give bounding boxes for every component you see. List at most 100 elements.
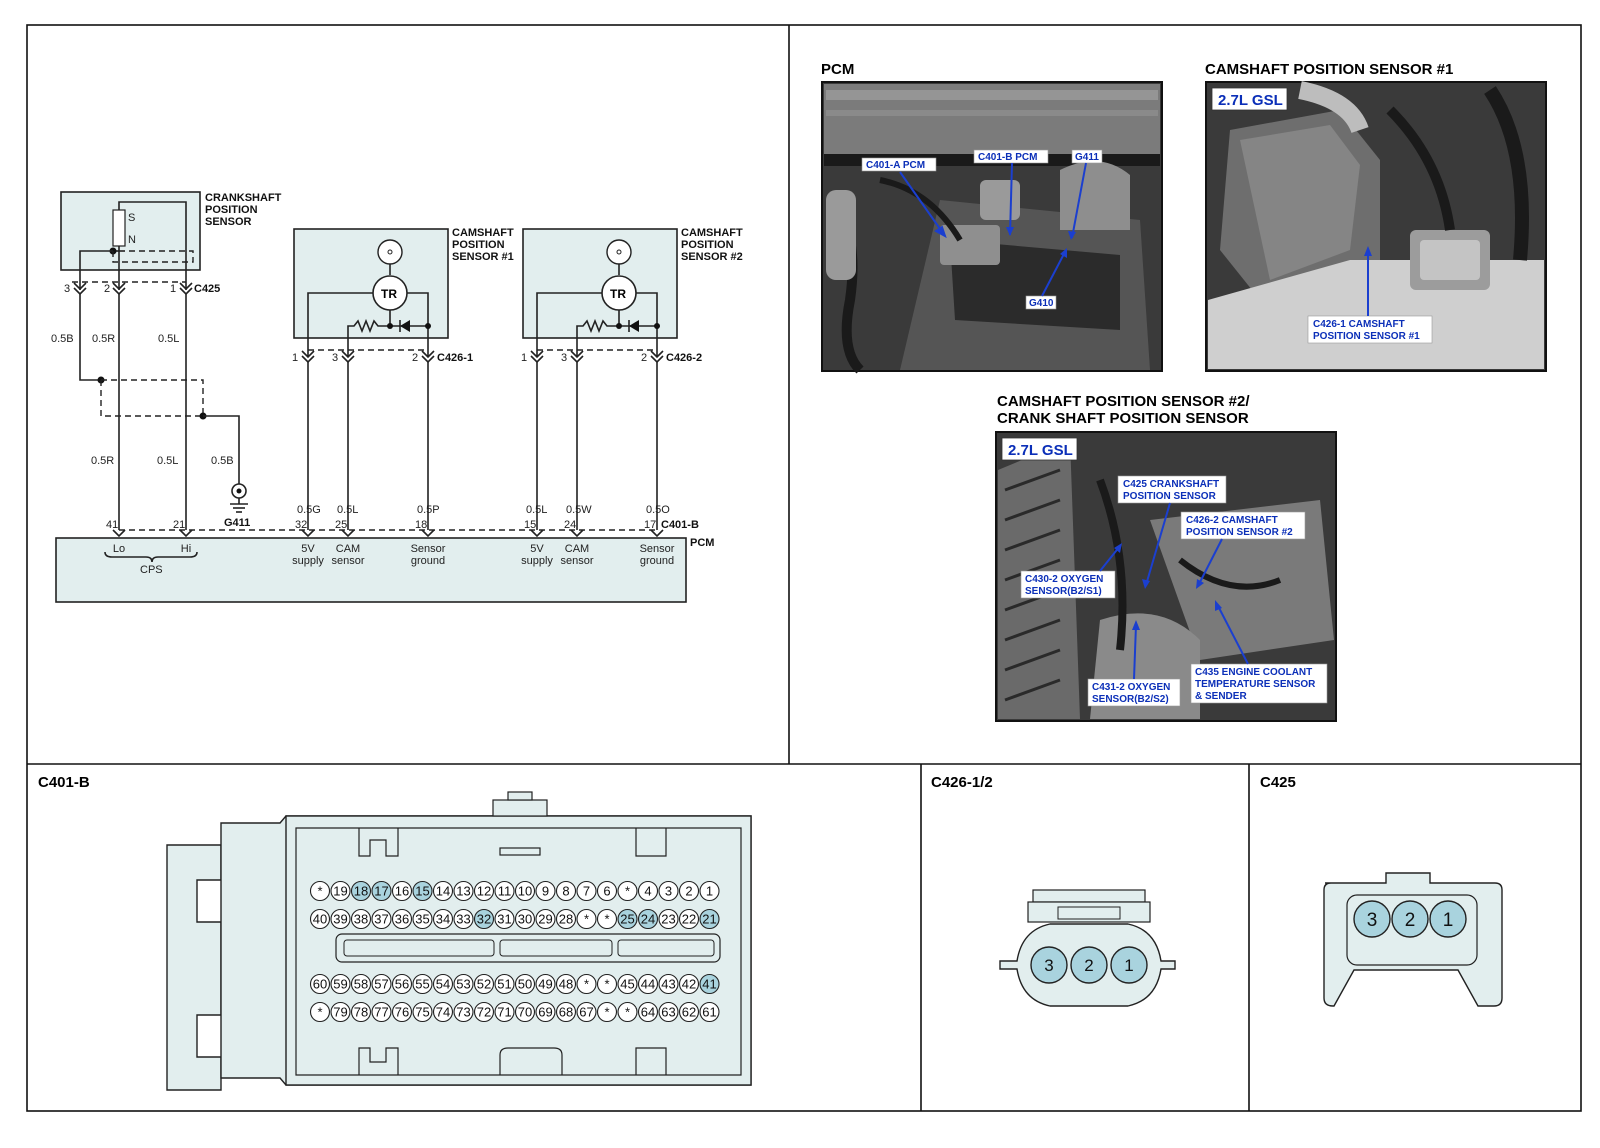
- c401b-pin: [617, 1001, 638, 1023]
- c401b-pin-number: *: [584, 977, 589, 992]
- c401b-pin-number: 73: [456, 1005, 470, 1020]
- c401b-pin-number: 29: [538, 912, 552, 927]
- c401b-pin-number: 49: [538, 977, 552, 992]
- c401b-pin: [637, 1001, 659, 1023]
- c426-1-pin-2: 2: [412, 352, 418, 364]
- c426-1-pin-3: 3: [332, 352, 338, 364]
- c401b-pin: [678, 1001, 700, 1023]
- c401b-pin: [330, 1001, 351, 1023]
- c401b-pin-number: *: [317, 884, 322, 899]
- c425-cavity-number: 2: [1405, 910, 1416, 931]
- c401b-pin-number: *: [625, 884, 630, 899]
- c401b-pin-number: 54: [436, 977, 450, 992]
- wire-0-5l-mid: 0.5L: [157, 455, 178, 467]
- c401b-pin: [617, 908, 638, 930]
- c401b-pin-number: 64: [641, 1005, 655, 1020]
- c401b-pin-number: 13: [456, 884, 470, 899]
- c401b-pin-number: 44: [641, 977, 655, 992]
- c401b-pin-number: 71: [497, 1005, 511, 1020]
- c401b-pin: [391, 1001, 413, 1023]
- c401b-pin-number: 24: [641, 912, 655, 927]
- cam2-label-2: POSITION: [681, 239, 734, 251]
- pcm-terminal-wire: 0.5L: [526, 504, 547, 516]
- cam2-tr-label: TR: [610, 287, 626, 301]
- c426-cavity-number: 2: [1084, 956, 1093, 975]
- c401b-pin-number: 1: [706, 884, 713, 899]
- c426-2-connector-id: C426-2: [666, 352, 702, 364]
- c401b-pin-number: 48: [559, 977, 573, 992]
- pcm-terminal-function-2: sensor: [331, 555, 364, 567]
- pcm-terminal-function-2: ground: [640, 555, 674, 567]
- pcm-terminal-pin: 17: [644, 519, 656, 531]
- c401b-pin: [412, 973, 433, 995]
- c401b-pin-number: 62: [682, 1005, 696, 1020]
- c401b-pin-number: 74: [436, 1005, 450, 1020]
- c401b-pin: [391, 880, 413, 902]
- c401b-pin-number: 42: [682, 977, 696, 992]
- c401b-pin-number: 16: [395, 884, 409, 899]
- c401b-pin-number: 7: [583, 884, 590, 899]
- cam1-label-1: CAMSHAFT: [452, 227, 514, 239]
- callout-c425-line-1: C425 CRANKSHAFT: [1123, 479, 1219, 490]
- cam2-photo-title-1: CAMSHAFT POSITION SENSOR #2/: [997, 393, 1250, 410]
- c401b-pin: [309, 973, 331, 995]
- c401b-pin: [350, 908, 372, 930]
- c401b-pin: [453, 880, 474, 902]
- c426-cavity-number: 3: [1044, 956, 1053, 975]
- pcm-terminal-function-2: ground: [411, 555, 445, 567]
- c401b-pin: [473, 973, 495, 995]
- pcm-terminal-pin: 25: [335, 519, 347, 531]
- wire-0-5r-top: 0.5R: [92, 333, 115, 345]
- pcm-terminal-pin: 15: [524, 519, 536, 531]
- c401b-pin-number: 61: [702, 1005, 716, 1020]
- c425-connector-row: 3 2 1 C425 0.5B 0.5R 0.5L: [51, 281, 220, 345]
- crankshaft-sensor-label-1: CRANKSHAFT: [205, 192, 282, 204]
- pcm-terminal-function-2: supply: [292, 555, 324, 567]
- c401b-pin-number: 10: [518, 884, 532, 899]
- pcm-terminal-wire: 0.5L: [337, 504, 358, 516]
- c401b-pin: [371, 973, 392, 995]
- c426-1-connector-id: C426-1: [437, 352, 473, 364]
- c401b-pin-number: 75: [415, 1005, 429, 1020]
- c401b-pin: [576, 880, 597, 902]
- pcm-terminal-function: Sensor: [411, 543, 446, 555]
- c401b-pin: [330, 880, 351, 902]
- c426-cavity-number: 1: [1124, 956, 1133, 975]
- cam1-photo-panel: CAMSHAFT POSITION SENSOR #1 2.7L GSL C42…: [1205, 61, 1547, 372]
- camshaft-sensor-1-box: [293, 228, 449, 339]
- c401b-pin-number: *: [604, 977, 609, 992]
- c401b-pin: [494, 1001, 515, 1023]
- pcm-terminal-function: Hi: [181, 543, 191, 555]
- camshaft-sensor-2-box: [522, 228, 678, 339]
- c401b-pin: [453, 908, 474, 930]
- cam1-photo-badge-bg: [1211, 87, 1288, 111]
- c401b-pin: [432, 973, 454, 995]
- wire-0-5b-mid: 0.5B: [211, 455, 234, 467]
- c401b-pin-number: 55: [415, 977, 429, 992]
- c426-pins: 3 2 1: [1030, 946, 1148, 984]
- c401b-pin: [555, 880, 577, 902]
- c401b-pin-number: 39: [333, 912, 347, 927]
- c401b-pin-number: 77: [374, 1005, 388, 1020]
- c401b-pin-number: 23: [661, 912, 675, 927]
- cam2-label-1: CAMSHAFT: [681, 227, 743, 239]
- c401b-pin: [637, 908, 659, 930]
- c401b-pin: [309, 1001, 331, 1023]
- c401b-pin: [596, 973, 618, 995]
- c401b-pin-number: 58: [354, 977, 368, 992]
- c401b-pin-number: 9: [542, 884, 549, 899]
- callout-c431-2-line-2: SENSOR(B2/S2): [1092, 694, 1169, 705]
- c401b-pin-number: 32: [477, 912, 491, 927]
- c401b-pin: [678, 880, 700, 902]
- callout-c426-2-line-1: C426-2 CAMSHAFT: [1186, 515, 1278, 526]
- c401b-pin-number: 50: [518, 977, 532, 992]
- c401b-pin: [555, 908, 577, 930]
- c401b-pin-number: 63: [661, 1005, 675, 1020]
- cam1-tr-label: TR: [381, 287, 397, 301]
- c401b-pin: [371, 908, 392, 930]
- c401b-pin-number: 38: [354, 912, 368, 927]
- pcm-terminal-pin: 32: [295, 519, 307, 531]
- c401b-pin: [494, 880, 515, 902]
- c401b-pin-number: 79: [333, 1005, 347, 1020]
